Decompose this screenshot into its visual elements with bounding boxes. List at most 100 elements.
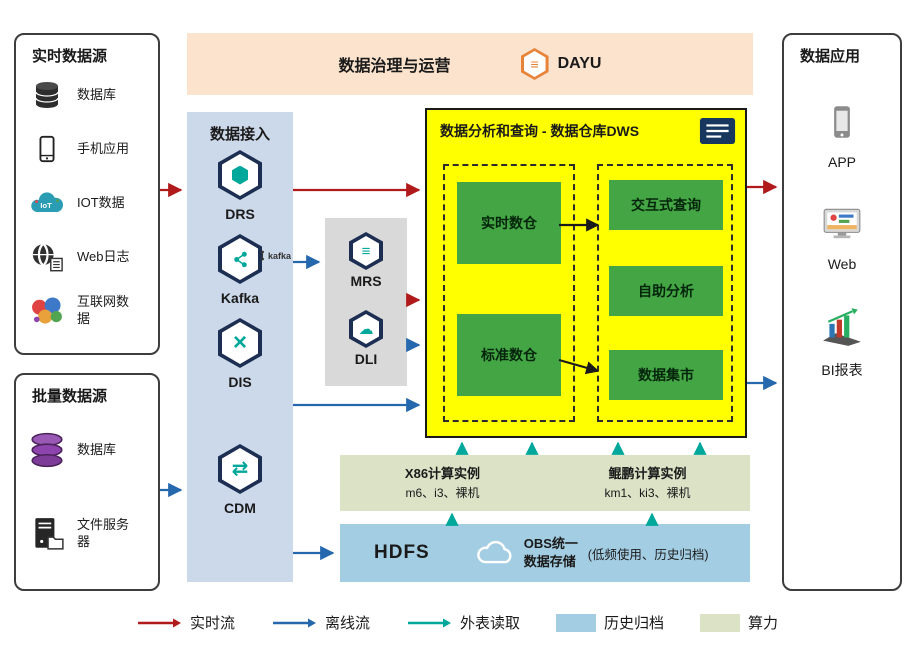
kunpeng-instances: 鲲鹏计算实例 km1、ki3、裸机 — [545, 464, 750, 502]
legend-history-archive: 历史归档 — [556, 612, 664, 633]
service-cdm: ⇄ CDM — [187, 444, 293, 516]
drs-icon — [218, 150, 262, 200]
legend-label: 外表读取 — [459, 615, 520, 632]
x86-title: X86计算实例 — [404, 466, 481, 482]
source-label: Web日志 — [77, 248, 130, 264]
compute-instances-bar: X86计算实例 m6、i3、裸机 鲲鹏计算实例 km1、ki3、裸机 — [340, 455, 750, 511]
source-item: Web日志 — [16, 230, 158, 284]
bi-report-icon — [821, 308, 863, 351]
obs-cloud-icon — [474, 540, 516, 567]
web-log-icon — [26, 236, 68, 278]
internet-data-icon — [26, 290, 68, 332]
app-phone-icon — [824, 104, 860, 145]
kafka-wordmark: kafka — [259, 250, 291, 261]
governance-bar: 数据治理与运营 ≡ DAYU — [187, 33, 753, 95]
legend-realtime-flow: 实时流 — [136, 612, 235, 633]
legend-label: 算力 — [748, 615, 779, 632]
ingestion-title: 数据接入 — [209, 126, 270, 143]
service-label: Kafka — [220, 290, 260, 306]
applications-title: 数据应用 — [800, 48, 861, 65]
batch-sources-panel: 批量数据源 数据库 文件服务器 — [14, 373, 160, 591]
x86-specs: m6、i3、裸机 — [405, 485, 480, 500]
app-item: APP — [784, 104, 900, 170]
source-item: 手机应用 — [16, 122, 158, 176]
source-label: 文件服务器 — [77, 517, 130, 549]
legend-swatch-icon — [700, 613, 741, 632]
dws-panel: 数据分析和查询 - 数据仓库DWS 实时数仓 标准数仓 交互式查询 自助分析 数… — [425, 108, 747, 438]
source-label: 手机应用 — [77, 140, 130, 156]
data-ingestion-panel: 数据接入 DRS kafka Kafka — [187, 112, 293, 582]
analytics-services-panel: ≡ MRS ☁ DLI — [325, 218, 407, 386]
app-item: Web — [784, 206, 900, 272]
app-label: Web — [827, 256, 857, 272]
dws-report-icon — [699, 117, 736, 150]
mrs-icon: ≡ — [349, 232, 383, 270]
database-purple-icon — [26, 429, 68, 471]
source-item: 文件服务器 — [16, 492, 158, 576]
storage-bar: HDFS OBS统一数据存储 (低频使用、历史归档) — [340, 524, 750, 582]
dayu-icon: ≡ — [520, 48, 549, 80]
module-realtime-warehouse: 实时数仓 — [457, 182, 561, 264]
database-icon — [26, 74, 68, 116]
service-label: DRS — [225, 206, 255, 222]
service-dli: ☁ DLI — [325, 310, 407, 367]
dli-icon: ☁ — [349, 310, 383, 348]
service-label: DIS — [228, 374, 252, 390]
web-monitor-icon — [821, 206, 863, 247]
warehouse-group-frame — [443, 164, 575, 422]
svg-text:IoT: IoT — [40, 201, 52, 210]
iot-icon: IoT — [26, 182, 68, 224]
module-interactive-query: 交互式查询 — [609, 180, 723, 230]
function-group-frame — [597, 164, 733, 422]
batch-sources-title: 批量数据源 — [32, 388, 108, 405]
source-item: 数据库 — [16, 408, 158, 492]
kafka-icon — [218, 234, 262, 284]
mobile-app-icon — [26, 128, 68, 170]
source-label: 数据库 — [77, 441, 117, 457]
kunpeng-title: 鲲鹏计算实例 — [608, 466, 687, 482]
service-kafka: kafka Kafka — [187, 234, 293, 306]
kunpeng-specs: km1、ki3、裸机 — [604, 485, 691, 500]
legend-arrow-icon — [272, 618, 316, 627]
source-item: 互联网数据 — [16, 284, 158, 338]
source-item: IoT IOT数据 — [16, 176, 158, 230]
service-dis: × DIS — [187, 318, 293, 390]
legend-arrow-icon — [407, 618, 451, 627]
service-label: CDM — [224, 500, 256, 516]
service-mrs: ≡ MRS — [325, 232, 407, 289]
legend-arrow-icon — [137, 618, 181, 627]
legend: 实时流 离线流 外表读取 历史归档 算力 — [0, 612, 914, 633]
source-label: 数据库 — [77, 86, 117, 102]
legend-swatch-icon — [556, 613, 596, 632]
service-label: MRS — [350, 273, 382, 289]
dayu-brand: ≡ DAYU — [520, 48, 602, 80]
source-label: 互联网数据 — [77, 294, 130, 326]
service-drs: DRS — [187, 150, 293, 222]
legend-offline-flow: 离线流 — [271, 612, 370, 633]
module-self-service-analysis: 自助分析 — [609, 266, 723, 316]
dws-title: 数据分析和查询 - 数据仓库DWS — [440, 123, 640, 139]
legend-label: 实时流 — [189, 615, 235, 632]
obs-note: (低频使用、历史归档) — [587, 547, 709, 562]
realtime-sources-title: 实时数据源 — [32, 48, 108, 65]
data-applications-panel: 数据应用 APP Web BI报表 — [782, 33, 902, 591]
source-item: 数据库 — [16, 68, 158, 122]
x86-instances: X86计算实例 m6、i3、裸机 — [340, 464, 545, 502]
realtime-sources-panel: 实时数据源 数据库 手机应用 IoT IOT数据 Web日志 — [14, 33, 160, 355]
app-item: BI报表 — [784, 308, 900, 380]
governance-title: 数据治理与运营 — [338, 58, 451, 75]
legend-label: 离线流 — [324, 615, 370, 632]
hdfs-label: HDFS — [374, 542, 430, 563]
legend-compute-power: 算力 — [700, 612, 778, 633]
file-server-icon — [26, 513, 68, 555]
kafka-logo-icon — [261, 250, 264, 261]
app-label: BI报表 — [821, 362, 863, 378]
module-data-mart: 数据集市 — [609, 350, 723, 400]
obs-label: OBS统一数据存储 — [523, 536, 578, 569]
cdm-icon: ⇄ — [218, 444, 262, 494]
module-standard-warehouse: 标准数仓 — [457, 314, 561, 396]
service-label: DLI — [354, 351, 378, 367]
dayu-label: DAYU — [557, 55, 602, 72]
source-label: IOT数据 — [77, 194, 125, 210]
